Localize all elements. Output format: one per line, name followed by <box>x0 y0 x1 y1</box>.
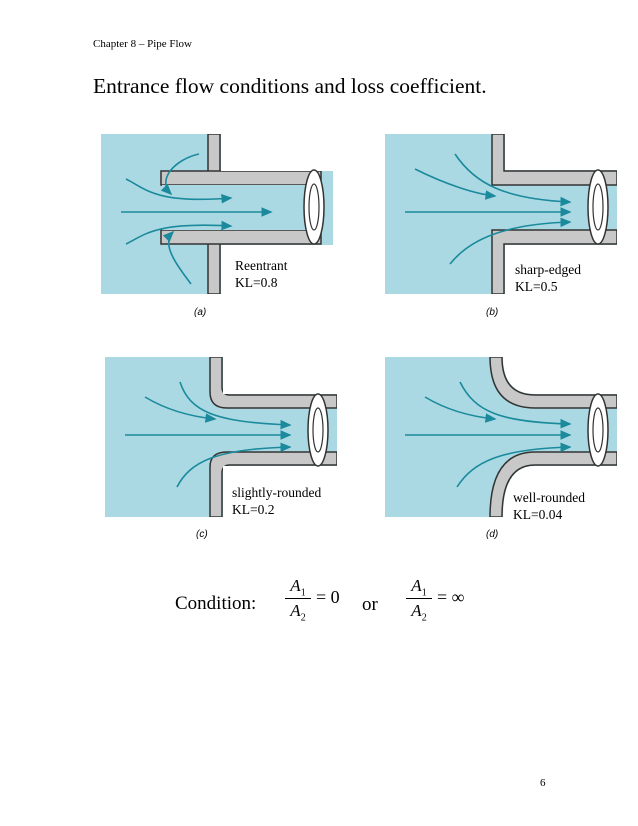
condition-label: Condition: <box>175 593 257 614</box>
panel-caption: Reentrant KL=0.8 <box>235 258 288 290</box>
or-text: or <box>362 594 378 615</box>
panel-label-b: (b) <box>486 307 499 318</box>
equals-infinity: = ∞ <box>437 587 465 607</box>
panel-caption: well-rounded KL=0.04 <box>513 490 585 522</box>
equals-zero: = 0 <box>316 587 340 607</box>
figure-panel-slightly-rounded: slightly-rounded KL=0.2 <box>105 357 337 517</box>
figure-panel-sharp-edged: sharp-edged KL=0.5 <box>385 134 617 294</box>
panel-label-d: (d) <box>486 529 499 540</box>
area-ratio-fraction-2: A1 A2 <box>406 576 432 623</box>
chapter-header: Chapter 8 – Pipe Flow <box>93 38 192 50</box>
section-heading: Entrance flow conditions and loss coeffi… <box>93 74 487 98</box>
page-number: 6 <box>540 777 546 789</box>
panel-label-c: (c) <box>196 529 208 540</box>
area-ratio-fraction-1: A1 A2 <box>285 576 311 623</box>
panel-caption: sharp-edged KL=0.5 <box>515 262 581 294</box>
panel-label-a: (a) <box>194 307 207 318</box>
figure-panel-well-rounded: well-rounded KL=0.04 <box>385 357 617 522</box>
figure-panel-reentrant: Reentrant KL=0.8 <box>101 134 333 294</box>
panel-caption: slightly-rounded KL=0.2 <box>232 485 322 517</box>
